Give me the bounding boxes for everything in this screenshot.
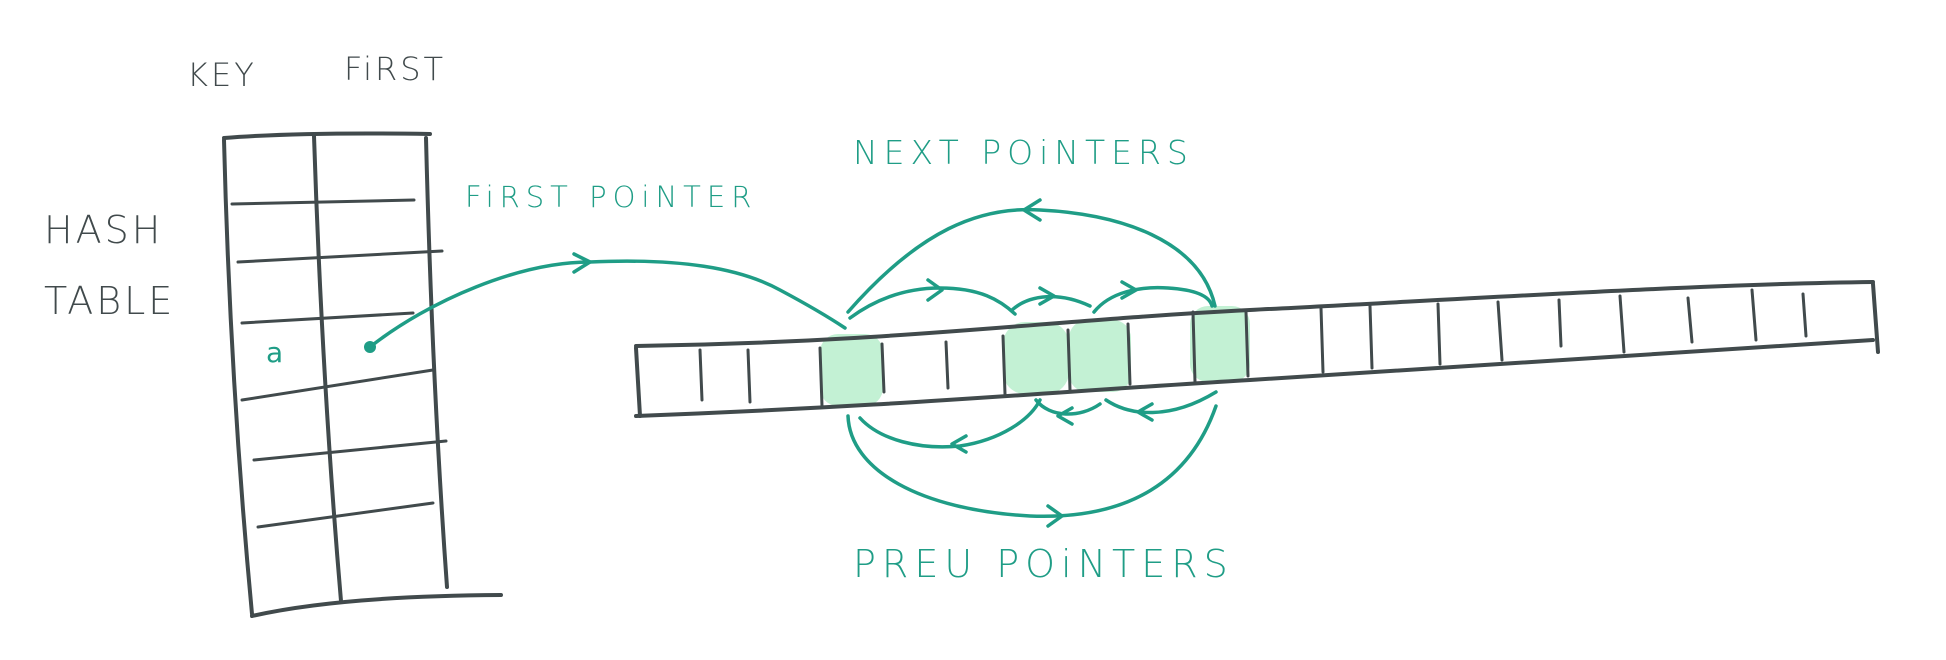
column-header-key: KEY [187,56,257,94]
array-cell-divider [1496,300,1504,362]
next-pointer-arc [1010,295,1092,312]
column-header-first: FiRST [344,50,446,88]
hash-table-title-line2: TABLE [44,279,175,323]
linked-list-node-highlight [1190,306,1250,382]
array-cell-dividers [698,288,1808,408]
next-pointer-arc [1092,285,1214,314]
prev-pointer-arc [858,398,1042,449]
first-pointer-arrowhead [572,252,592,274]
array-cell-divider [1319,306,1325,374]
array-cell-divider [1618,294,1626,354]
prev-pointer-arrows [846,390,1218,528]
prev-pointers-label: PREU POiNTERS [853,542,1234,586]
array-cell-divider [746,348,752,404]
array-cell-divider [1191,310,1197,384]
prev-pointer-arrowhead [1046,504,1064,528]
prev-pointer-arrowhead [950,434,968,454]
array-cell-divider [1801,292,1808,338]
linked-list-node-highlight [1069,320,1131,392]
first-pointer-curve [368,259,847,349]
first-pointer-arrow [368,252,847,349]
array-cell-divider [1557,298,1563,348]
next-pointer-arrowhead [926,278,944,302]
array-cell-divider [1368,304,1374,370]
array-cell-divider [1001,334,1007,396]
array-cell-divider [1750,288,1758,342]
array-left-edge [634,346,642,418]
hash-table-row-divider [230,198,416,206]
array-cell-divider [1126,322,1132,386]
hash-table-row-divider [256,501,435,529]
next-pointer-arc [846,207,1217,314]
hash-table-row-divider [240,311,415,325]
hash-table-middle-divider [312,134,343,603]
linked-list-node-highlight [820,334,883,406]
array-cell-divider [1436,302,1442,366]
array-top-edge [634,280,1875,348]
array-cell-divider [1244,310,1250,378]
array-right-edge [1871,282,1880,354]
array-cell-divider [818,346,824,408]
hash-table-left-border [222,138,254,616]
linked-list-array [634,280,1880,418]
prev-pointer-arrowhead [1056,406,1074,426]
prev-pointer-arrowhead [1136,402,1154,422]
prev-pointer-arc [1034,398,1102,416]
hash-table-row-divider [236,249,444,264]
linked-list-node-highlight [1003,322,1069,394]
next-pointers-label: NEXT POiNTERS [853,133,1194,172]
prev-pointer-arc [846,404,1218,518]
hash-table-row-divider [240,368,435,402]
next-pointer-arc [848,286,1017,320]
hash-table-top-border [222,131,432,140]
array-cell-divider [698,348,704,402]
array-cell-divider [944,340,950,390]
next-pointer-arrows [846,198,1217,320]
first-pointer-label: FiRST POiNTER [465,180,757,214]
hash-table-title-line1: HASH [44,208,163,252]
array-cell-divider [1686,296,1694,344]
next-pointer-arrowhead [1022,198,1042,222]
next-pointer-arrowhead [1120,280,1138,300]
array-bottom-edge [634,338,1875,418]
hash-table-right-border [424,136,449,589]
array-cell-divider [1066,328,1072,392]
prev-pointer-arc [1104,390,1218,415]
hash-table-grid [222,131,503,618]
hash-table-bottom-border [250,593,503,618]
array-cell-divider [880,342,886,394]
hash-table-key-cell: a [266,336,283,369]
next-pointer-arrowhead [1038,286,1056,306]
hash-table-row-divider [252,439,448,462]
